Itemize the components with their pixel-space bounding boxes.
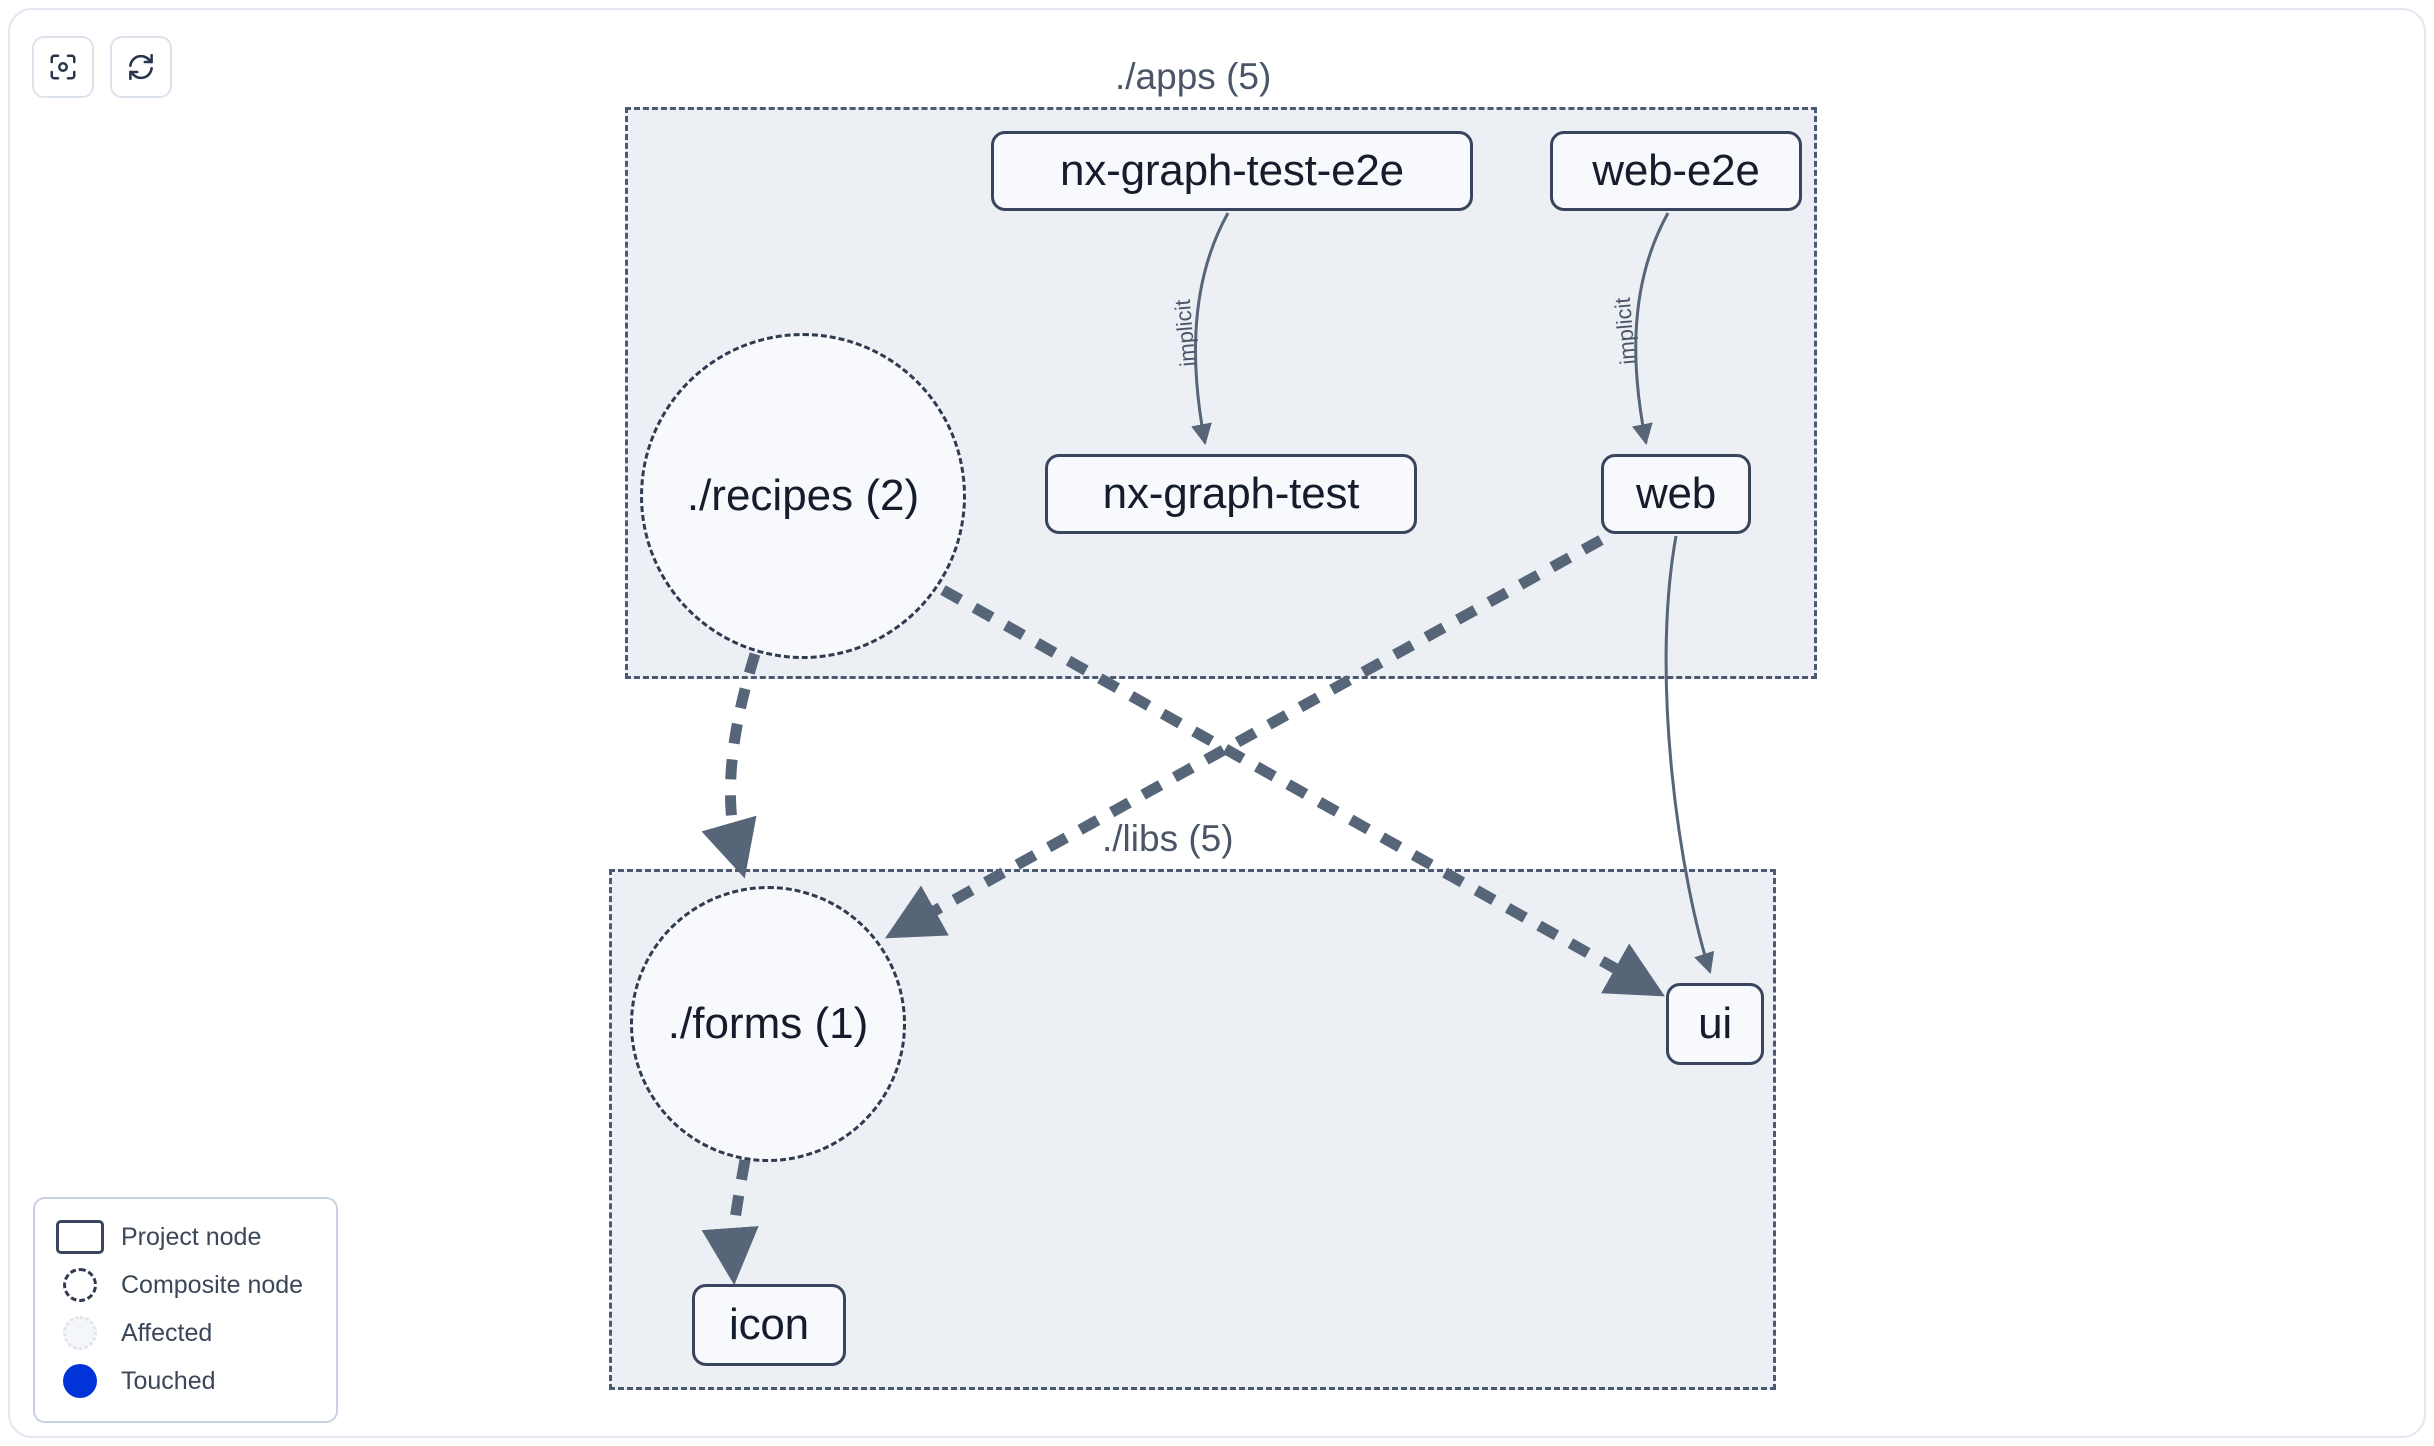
affected-swatch <box>53 1313 107 1353</box>
group-label-apps: ./apps (5) <box>1115 56 1272 97</box>
composite-node-forms-label: ./forms (1) <box>667 999 869 1048</box>
composite-node-recipes-label: ./recipes (2) <box>686 471 920 520</box>
legend-item-project-node-label: Project node <box>121 1222 262 1251</box>
composite-node-forms[interactable]: ./forms (1) <box>630 886 906 1162</box>
edge-recipes-to-forms <box>701 652 761 879</box>
composite-node-swatch <box>53 1265 107 1305</box>
project-node-nx-graph-test-e2e[interactable]: nx-graph-test-e2e <box>991 131 1473 211</box>
project-node-web-label: web <box>1635 469 1717 518</box>
focus-target-icon <box>48 52 78 82</box>
touched-swatch <box>53 1361 107 1401</box>
refresh-icon <box>126 52 156 82</box>
composite-node-recipes[interactable]: ./recipes (2) <box>640 333 966 659</box>
group-label-libs: ./libs (5) <box>1102 818 1234 859</box>
project-node-nx-graph-test-e2e-label: nx-graph-test-e2e <box>1060 146 1404 195</box>
legend-item-composite-node: Composite node <box>53 1261 318 1309</box>
legend-item-composite-node-label: Composite node <box>121 1270 304 1299</box>
focus-graph-button[interactable] <box>32 36 94 98</box>
legend-item-affected: Affected <box>53 1309 318 1357</box>
graph-legend: Project node Composite node Affected Tou… <box>33 1197 338 1423</box>
project-node-nx-graph-test-label: nx-graph-test <box>1102 469 1360 518</box>
project-node-icon[interactable]: icon <box>692 1284 846 1366</box>
project-node-nx-graph-test[interactable]: nx-graph-test <box>1045 454 1417 534</box>
legend-item-project-node: Project node <box>53 1213 318 1261</box>
legend-item-touched: Touched <box>53 1357 318 1405</box>
project-node-ui-label: ui <box>1698 999 1732 1048</box>
project-node-web[interactable]: web <box>1601 454 1751 534</box>
project-node-web-e2e[interactable]: web-e2e <box>1550 131 1802 211</box>
project-node-icon-label: icon <box>729 1300 809 1349</box>
legend-item-affected-label: Affected <box>121 1318 213 1347</box>
legend-item-touched-label: Touched <box>121 1366 216 1395</box>
project-node-swatch <box>53 1217 107 1257</box>
project-node-web-e2e-label: web-e2e <box>1592 146 1760 195</box>
project-node-ui[interactable]: ui <box>1666 983 1764 1065</box>
graph-toolbar <box>32 36 172 98</box>
refresh-graph-button[interactable] <box>110 36 172 98</box>
